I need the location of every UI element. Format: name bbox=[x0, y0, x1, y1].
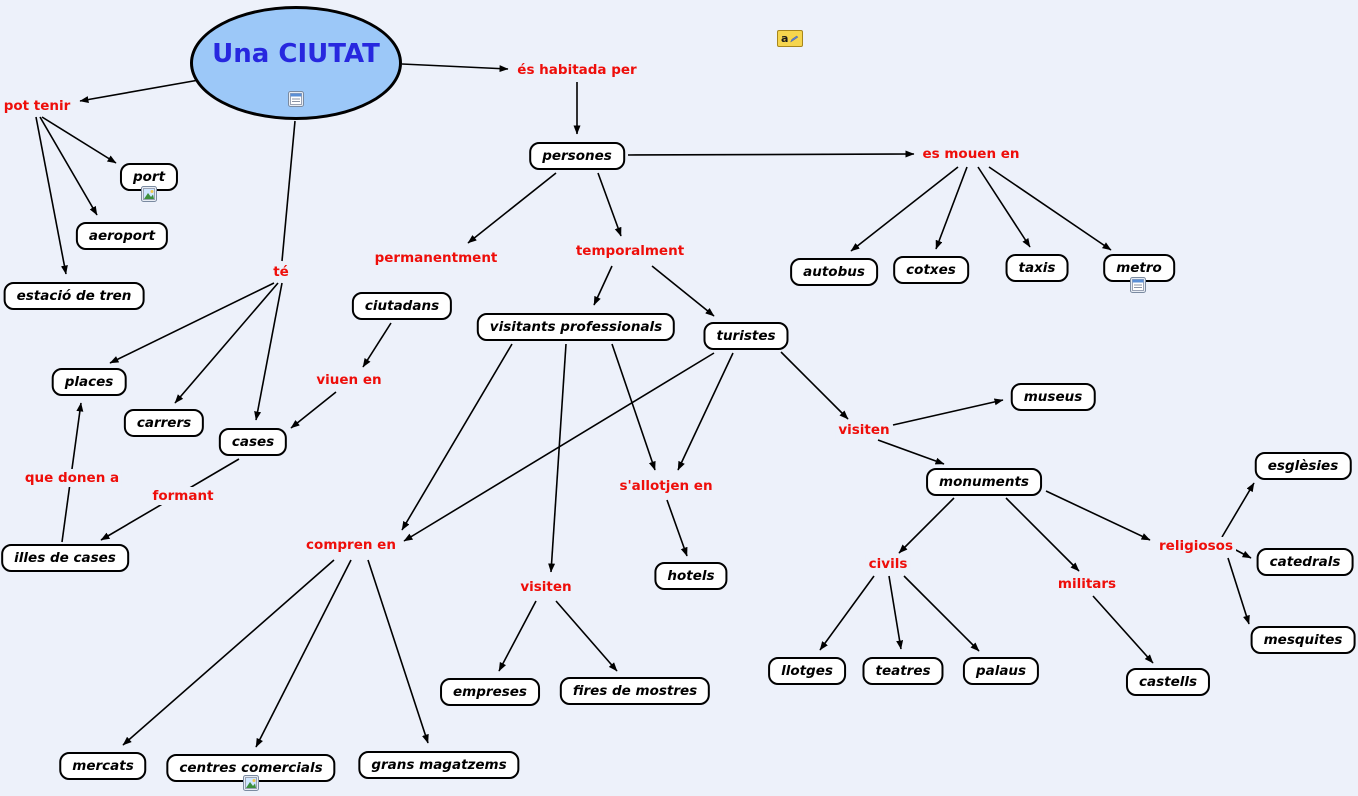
concept-cases[interactable]: cases bbox=[218, 428, 288, 456]
concept-cotxes[interactable]: cotxes bbox=[893, 256, 969, 284]
edge-line bbox=[888, 575, 904, 650]
link-label-es-habitada-per[interactable]: és habitada per bbox=[514, 61, 640, 79]
edge-line bbox=[1045, 490, 1151, 541]
root-concept-label: Una CIUTAT bbox=[212, 39, 380, 69]
link-label-visiten-professionals[interactable]: visiten bbox=[517, 578, 575, 596]
edge-line bbox=[39, 116, 98, 216]
annotation-letter: a bbox=[781, 32, 789, 45]
edge-line bbox=[898, 497, 955, 554]
edge-line bbox=[498, 600, 537, 672]
concept-persones[interactable]: persones bbox=[529, 142, 625, 170]
edge-line bbox=[401, 63, 509, 73]
edge-line bbox=[903, 575, 980, 652]
edge-line bbox=[593, 265, 613, 306]
edge-line bbox=[1227, 557, 1250, 625]
concept-llotges[interactable]: llotges bbox=[768, 657, 846, 685]
edge-line bbox=[281, 120, 296, 262]
link-label-sallotjen-en[interactable]: s'allotjen en bbox=[616, 477, 716, 495]
edge-line bbox=[877, 439, 945, 465]
link-label-civils[interactable]: civils bbox=[865, 555, 911, 573]
edge-line bbox=[677, 352, 734, 471]
document-icon-metro[interactable] bbox=[1130, 277, 1146, 293]
edge-line bbox=[850, 166, 959, 252]
concept-fires-de-mostres[interactable]: fires de mostres bbox=[559, 677, 711, 705]
edge-line bbox=[35, 116, 68, 275]
edge-line bbox=[651, 265, 715, 317]
edge-line bbox=[892, 398, 1004, 426]
concept-castells[interactable]: castells bbox=[1125, 668, 1211, 696]
edge-line bbox=[367, 559, 429, 744]
concept-museus[interactable]: museus bbox=[1010, 383, 1096, 411]
concept-monuments[interactable]: monuments bbox=[926, 468, 1042, 496]
concept-grans-magatzems[interactable]: grans magatzems bbox=[358, 751, 520, 779]
concept-una-ciutat[interactable]: Una CIUTAT bbox=[190, 6, 402, 120]
annotation-icon[interactable]: a bbox=[777, 30, 803, 47]
concept-autobus[interactable]: autobus bbox=[790, 258, 878, 286]
edge-line bbox=[627, 150, 915, 158]
edge-line bbox=[1221, 482, 1255, 538]
link-label-temporalment[interactable]: temporalment bbox=[572, 242, 688, 260]
concept-catedrals[interactable]: catedrals bbox=[1256, 548, 1354, 576]
link-label-es-mouen-en[interactable]: es mouen en bbox=[919, 145, 1023, 163]
edge-line bbox=[935, 166, 968, 250]
concept-places[interactable]: places bbox=[51, 368, 127, 396]
link-label-viuen-en[interactable]: viuen en bbox=[313, 371, 385, 389]
link-label-formant[interactable]: formant bbox=[149, 487, 217, 505]
concept-carrers[interactable]: carrers bbox=[123, 409, 205, 437]
concept-hotels[interactable]: hotels bbox=[654, 562, 728, 590]
concept-mercats[interactable]: mercats bbox=[59, 752, 147, 780]
concept-illes-de-cases[interactable]: illes de cases bbox=[1, 544, 129, 572]
concept-empreses[interactable]: empreses bbox=[440, 678, 540, 706]
edge-line bbox=[254, 282, 283, 421]
concept-palaus[interactable]: palaus bbox=[962, 657, 1040, 685]
edge-line bbox=[174, 282, 279, 404]
edge-line bbox=[41, 116, 117, 164]
concept-esglesies[interactable]: esglèsies bbox=[1254, 452, 1352, 480]
link-label-compren-en[interactable]: compren en bbox=[303, 536, 399, 554]
concept-estacio-de-tren[interactable]: estació de tren bbox=[3, 282, 145, 310]
edge-line bbox=[290, 391, 337, 429]
link-label-te[interactable]: té bbox=[270, 263, 292, 281]
edge-line bbox=[401, 343, 513, 531]
link-label-militars[interactable]: militars bbox=[1054, 575, 1120, 593]
edge-line bbox=[548, 343, 567, 573]
edge-line bbox=[109, 282, 275, 364]
concept-visitants-professionals[interactable]: visitants professionals bbox=[476, 313, 676, 341]
edge-line bbox=[122, 559, 335, 746]
concept-taxis[interactable]: taxis bbox=[1005, 254, 1069, 282]
edge-line bbox=[819, 575, 875, 651]
edge-line bbox=[255, 559, 352, 748]
document-icon-una-ciutat[interactable] bbox=[288, 91, 304, 107]
concept-ciutadans[interactable]: ciutadans bbox=[351, 292, 453, 320]
edge-line bbox=[611, 343, 656, 471]
edge-line bbox=[780, 351, 849, 420]
concept-teatres[interactable]: teatres bbox=[862, 657, 944, 685]
concept-mesquites[interactable]: mesquites bbox=[1250, 626, 1356, 654]
edge-line bbox=[362, 322, 392, 368]
edge-line bbox=[988, 166, 1112, 251]
edge-line bbox=[1092, 595, 1154, 664]
pen-icon bbox=[790, 35, 799, 43]
concept-turistes[interactable]: turistes bbox=[703, 322, 789, 350]
edge-line bbox=[597, 172, 622, 237]
edge-line bbox=[1005, 497, 1080, 572]
edge-line bbox=[467, 172, 557, 244]
link-label-pot-tenir[interactable]: pot tenir bbox=[0, 97, 74, 115]
image-icon-centres-comercials[interactable] bbox=[243, 775, 259, 791]
image-icon-port[interactable] bbox=[141, 186, 157, 202]
edge-line bbox=[977, 166, 1031, 248]
concept-centres-comercials[interactable]: centres comercials bbox=[166, 754, 336, 782]
edge-line bbox=[79, 79, 200, 103]
edge-line bbox=[555, 600, 618, 672]
link-label-visiten-turistes[interactable]: visiten bbox=[835, 421, 893, 439]
concept-aeroport[interactable]: aeroport bbox=[75, 222, 169, 250]
link-label-permanentment[interactable]: permanentment bbox=[371, 249, 501, 267]
edge-line bbox=[1233, 548, 1252, 559]
edge-line bbox=[666, 499, 688, 557]
link-label-que-donen-a[interactable]: que donen a bbox=[21, 469, 123, 487]
link-label-religiosos[interactable]: religiosos bbox=[1156, 537, 1236, 555]
